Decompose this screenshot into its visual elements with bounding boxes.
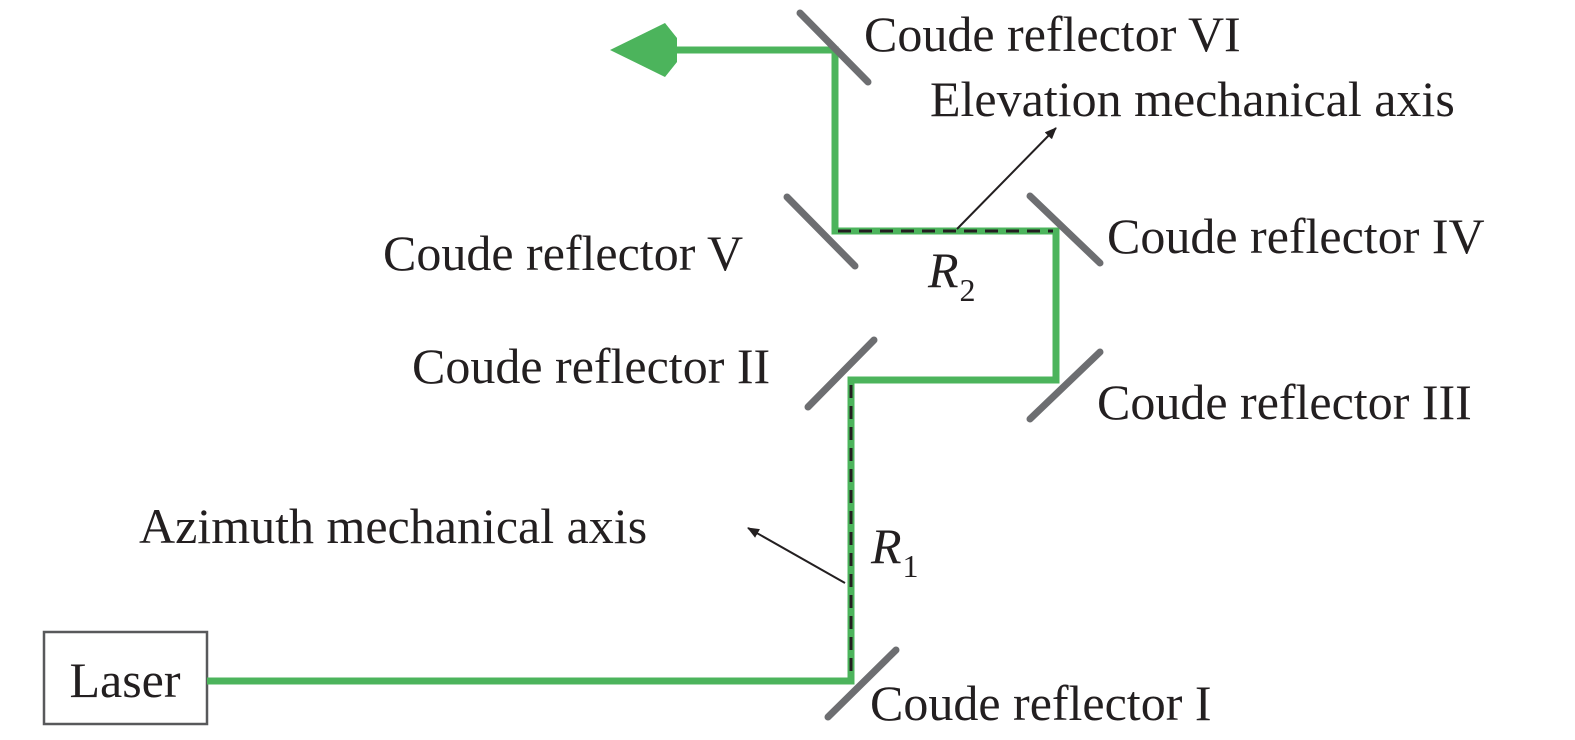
reflector-5-label: Coude reflector V (383, 225, 743, 281)
elevation-axis-symbol: R2 (927, 242, 976, 308)
reflector-6-label: Coude reflector VI (864, 6, 1241, 62)
laser-beam-path (207, 46, 1060, 685)
coude-reflector-4 (1026, 192, 1104, 267)
reflector-1-label: Coude reflector I (870, 675, 1212, 731)
azimuth-axis-symbol: R1 (870, 518, 919, 584)
laser-box (42, 630, 209, 726)
reflector-3-label: Coude reflector III (1097, 374, 1472, 430)
reflector-2-label: Coude reflector II (412, 338, 770, 394)
coude-reflector-2 (804, 336, 878, 411)
coude-reflector-6 (796, 9, 872, 86)
elevation-leader-arrow (956, 127, 1057, 230)
coude-reflector-1 (824, 646, 900, 721)
azimuth-leader-arrow (747, 527, 846, 584)
coude-reflector-5 (783, 193, 859, 270)
reflector-4-label: Coude reflector IV (1107, 208, 1485, 264)
beam-output-arrowhead (610, 23, 677, 77)
laser-label: Laser (69, 652, 180, 708)
laser-source: Laser (42, 630, 209, 726)
coude-reflector-3 (1026, 348, 1104, 423)
azimuth-axis-label: Azimuth mechanical axis (139, 498, 647, 554)
elevation-axis-label: Elevation mechanical axis (930, 71, 1455, 127)
